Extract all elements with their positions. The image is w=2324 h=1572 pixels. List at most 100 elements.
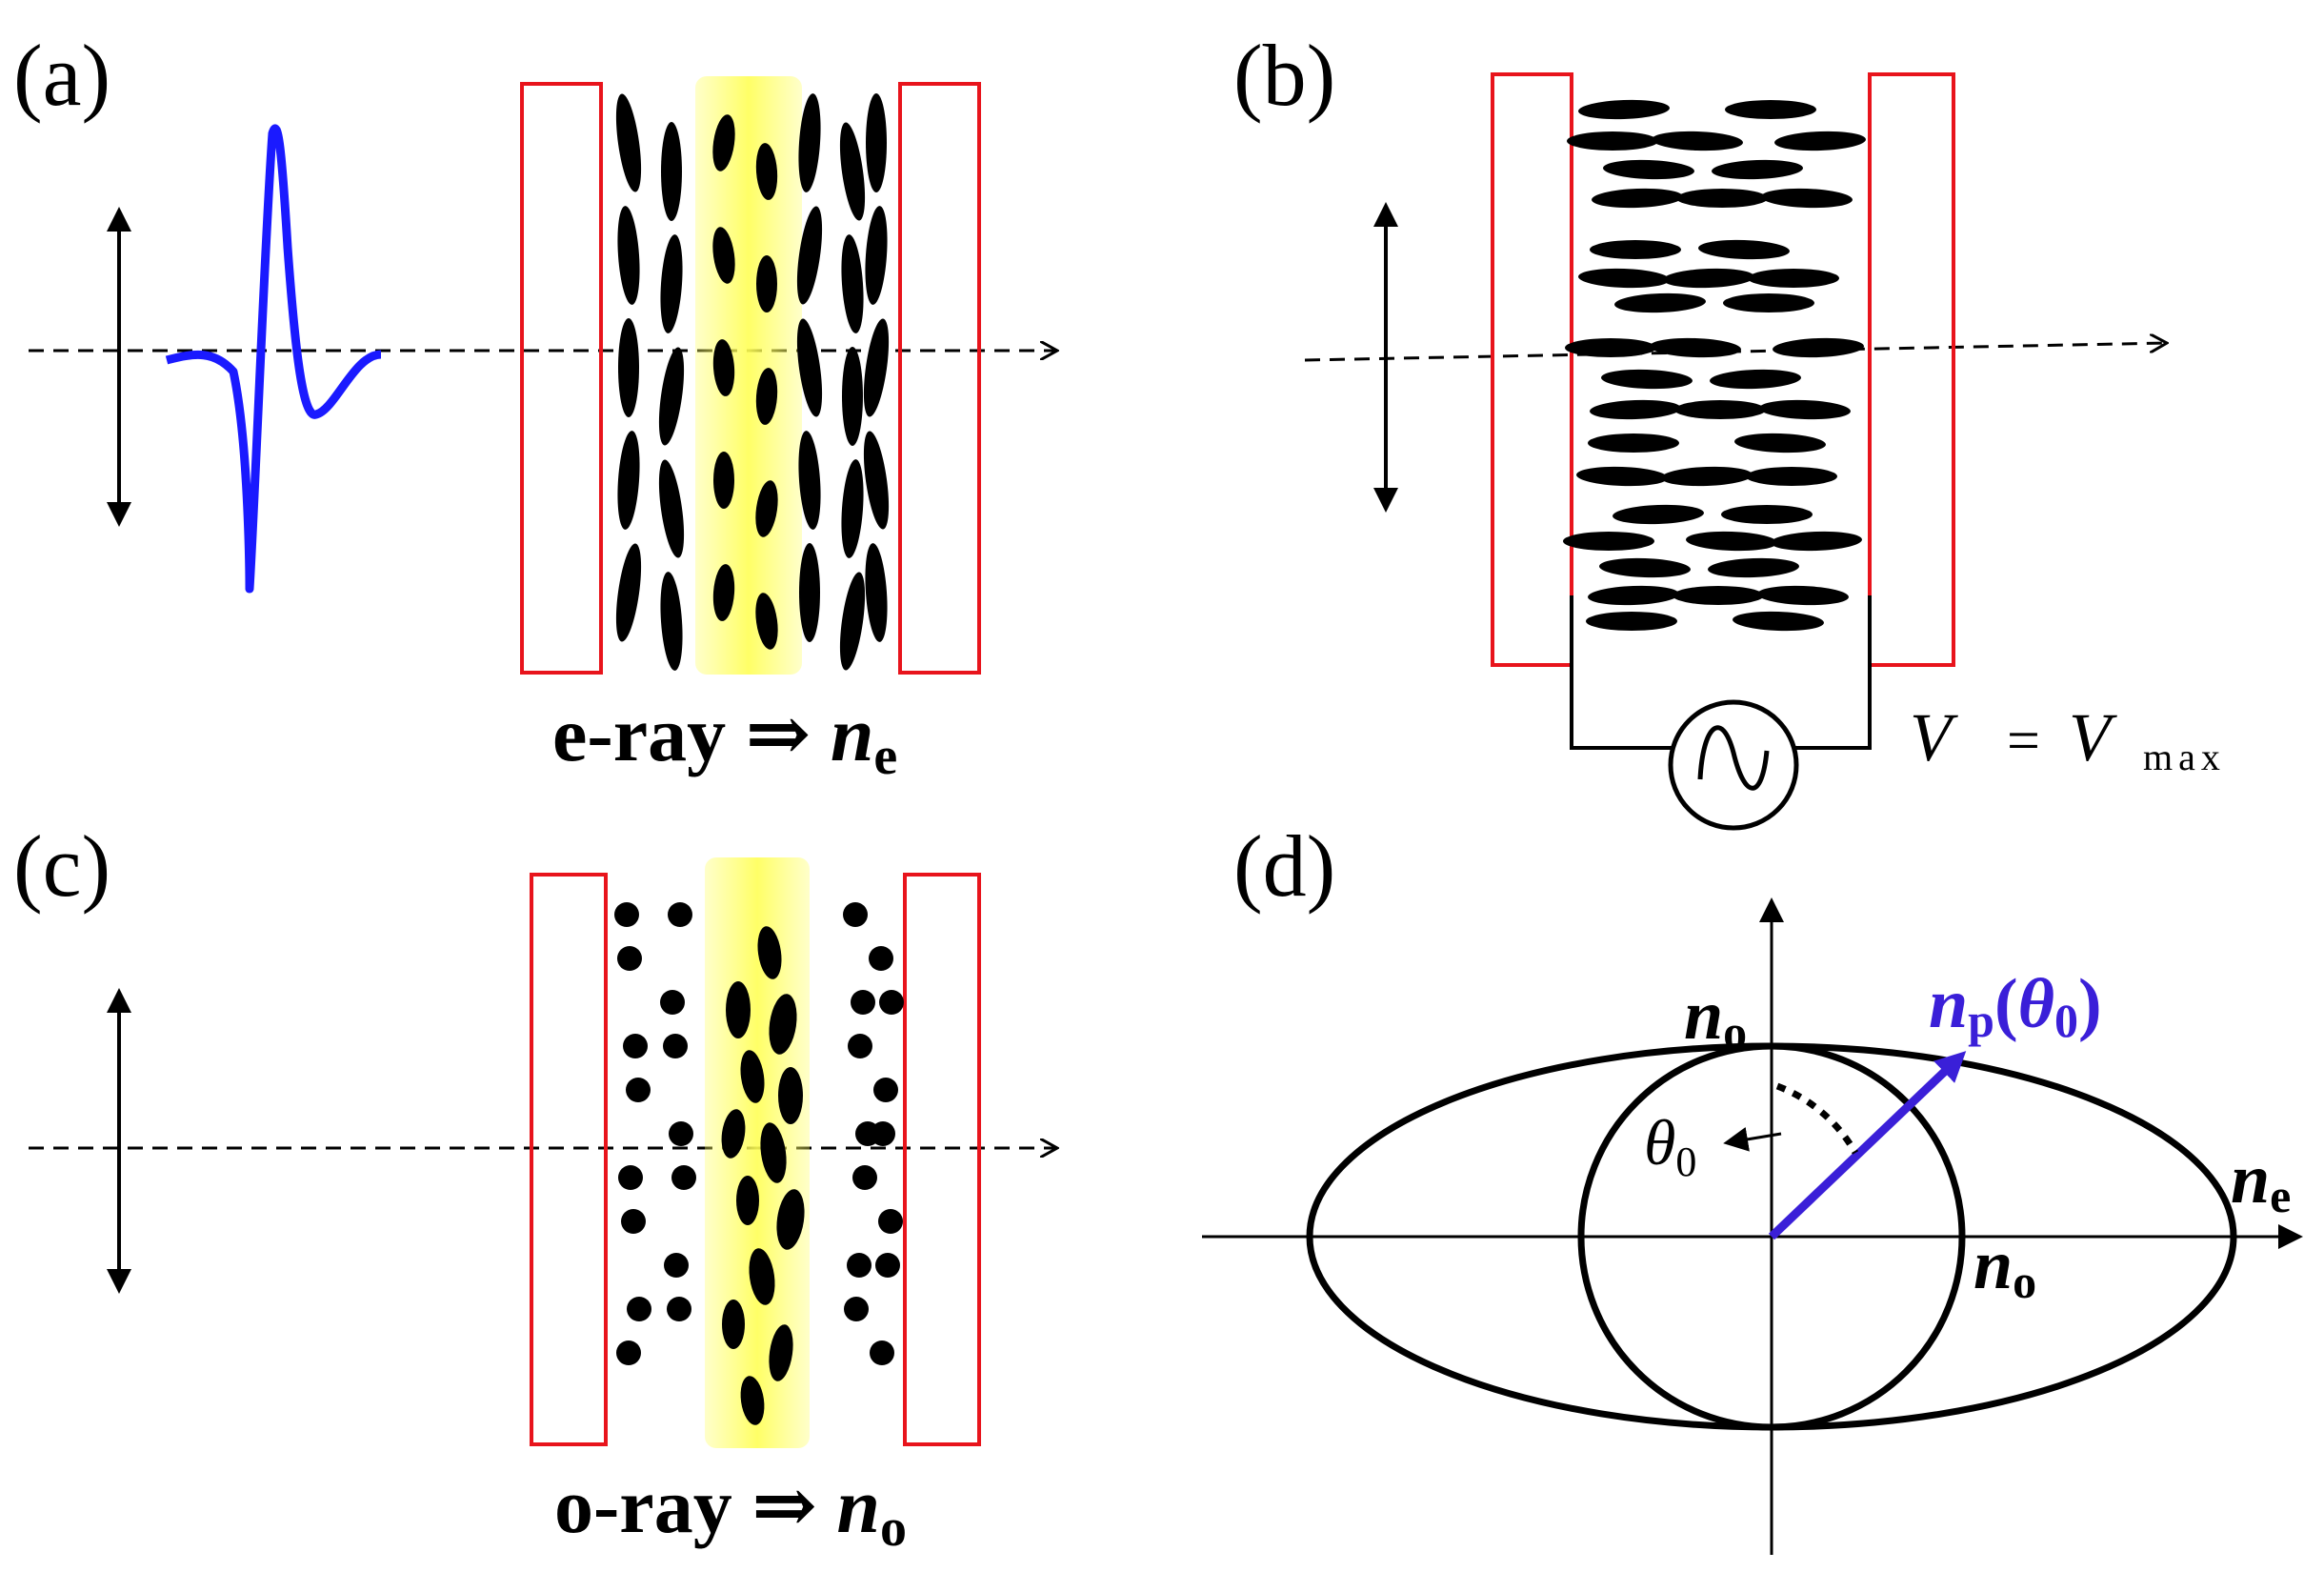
lc-molecule [1746,467,1837,486]
panel-a-label: (a) [13,27,110,124]
lc-molecule [755,368,778,425]
lc-molecule-end-on [616,1340,641,1365]
lc-molecule [1592,188,1683,209]
lc-molecule-end-on [623,1034,648,1058]
lc-molecule [863,318,890,417]
voltage-value-symbol: V [2069,699,2117,776]
lc-molecules-end-on [614,902,904,1425]
lc-molecule [1708,557,1799,578]
lc-molecule [1686,531,1777,552]
panel-c: (c) o-ray ⇒ no [13,817,1057,1558]
lc-molecule [1567,131,1658,151]
lc-molecule [755,480,778,537]
lc-molecule [839,572,866,671]
index-circle [1577,1042,1966,1431]
lc-molecule [1663,268,1754,289]
lc-molecule [1771,531,1862,552]
lc-molecule [1603,159,1694,180]
lc-molecule [617,431,640,530]
lc-molecule [863,431,890,530]
lc-molecule [1774,131,1866,151]
probe-highlight [695,76,802,675]
ne-right-sub: e [2270,1169,2291,1222]
lc-molecule-end-on [626,1078,651,1102]
lc-molecule-end-on [671,1165,696,1190]
panel-b-label: (b) [1233,27,1335,124]
lc-molecule [798,93,821,192]
lc-molecule [618,318,639,417]
lc-molecule [865,543,888,642]
lc-molecule [796,318,823,417]
lc-molecule [1588,433,1679,453]
theta0-sub: 0 [1675,1139,1696,1185]
lc-molecule [1565,338,1656,357]
lc-molecule [1650,337,1741,358]
lc-molecule [1734,433,1826,453]
lc-molecule [796,206,823,305]
lc-molecule-end-on [664,1253,689,1278]
lc-molecule [1723,293,1814,312]
lc-molecule [760,1122,787,1183]
lc-molecule-end-on [871,1121,895,1146]
lc-molecule-end-on [851,990,875,1015]
lc-molecule [798,431,821,530]
lc-molecule [749,1248,775,1305]
ne-right-symbol: n [2231,1140,2270,1219]
lc-molecule [757,926,782,979]
lc-molecule-end-on [844,1297,869,1321]
lc-molecule [712,227,735,284]
lc-molecule [1599,557,1691,578]
lc-molecule [1652,131,1743,151]
o-ray-caption-prefix: o-ray ⇒ [554,1462,836,1549]
lc-molecule [1712,159,1803,180]
lc-molecule [1759,399,1851,420]
o-ray-caption-sub: o [880,1499,907,1558]
lc-molecule [712,339,735,396]
lc-molecule [726,981,751,1038]
lc-molecule [1590,240,1681,259]
panel-c-label: (c) [13,817,110,915]
lc-molecule [721,1109,746,1159]
ne-right-label: ne [2231,1140,2291,1222]
lc-molecule [866,93,887,192]
lc-molecule [1748,269,1839,288]
lc-molecule-end-on [870,1340,894,1365]
no-top-sub: o [1723,1005,1747,1058]
lc-molecule-end-on [621,1209,646,1234]
lc-molecule [799,543,820,642]
lc-molecule [1586,612,1677,631]
lc-molecule [1614,292,1706,313]
lc-molecule [1613,504,1704,525]
lc-molecule [661,122,682,221]
lc-molecule [778,1067,803,1124]
np-open-paren: ( [1994,965,2018,1043]
lc-molecule [1673,586,1764,605]
probe-highlight [705,857,810,1448]
lc-molecule [1698,239,1790,260]
thz-pulse-waveform [165,124,382,594]
electrode-left [520,82,603,675]
lc-molecule [755,593,778,650]
lc-molecule-end-on [847,1253,872,1278]
lc-molecule [658,459,685,558]
lc-molecule-end-on [878,1209,903,1234]
o-ray-caption-symbol: n [836,1462,880,1549]
lc-molecule [615,93,642,192]
e-ray-caption: e-ray ⇒ ne [552,691,897,786]
panel-d: (d) no ne no θ0 np(θ0) [1202,817,2303,1555]
np-theta0-label: np(θ0) [1929,965,2102,1047]
lc-molecule-end-on [875,1253,900,1278]
lc-molecule [1733,611,1824,632]
angle-pointer-arrow [1723,1127,1782,1152]
lc-molecule-end-on [618,1165,643,1190]
voltage-equals: = [2007,709,2040,774]
lc-molecules-horizontal [1563,99,1866,632]
np-close-paren: ) [2078,965,2102,1043]
np-sub: p [1968,994,1994,1047]
lc-molecule-end-on [873,1078,898,1102]
np-arg-sub: 0 [2054,994,2078,1047]
lc-molecule [1590,399,1681,420]
ac-wave-icon [1697,725,1770,791]
